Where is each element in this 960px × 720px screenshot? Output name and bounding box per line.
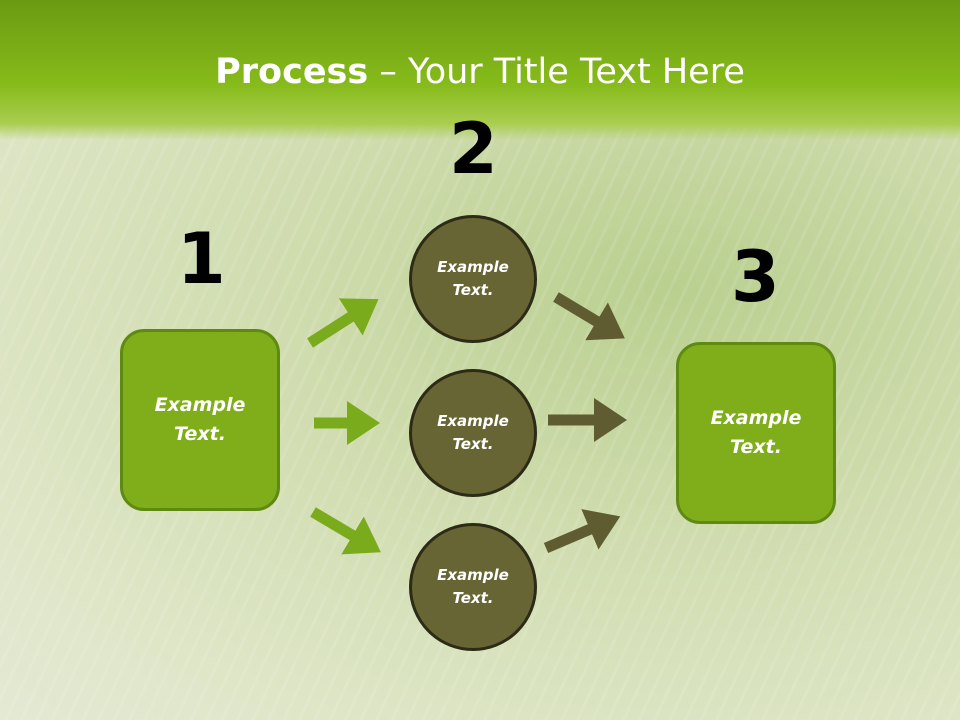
arrow-from-circle-3 <box>543 509 621 554</box>
step-number-1: 1 <box>177 218 226 300</box>
slide-title: Process – Your Title Text Here <box>0 52 960 92</box>
title-rest: – Your Title Text Here <box>368 52 745 92</box>
left-box-line1: Example <box>154 394 246 416</box>
title-banner <box>0 0 960 140</box>
arrow-to-circle-3 <box>310 507 381 555</box>
right-box-line2: Text. <box>730 436 782 458</box>
title-bold: Process <box>215 52 369 92</box>
arrow-from-circle-1 <box>553 292 625 341</box>
step-number-3: 3 <box>731 236 780 318</box>
right-box-line1: Example <box>710 407 802 429</box>
step-number-2: 2 <box>449 108 498 190</box>
arrow-to-circle-1 <box>307 298 379 348</box>
left-box-line2: Text. <box>174 423 226 445</box>
